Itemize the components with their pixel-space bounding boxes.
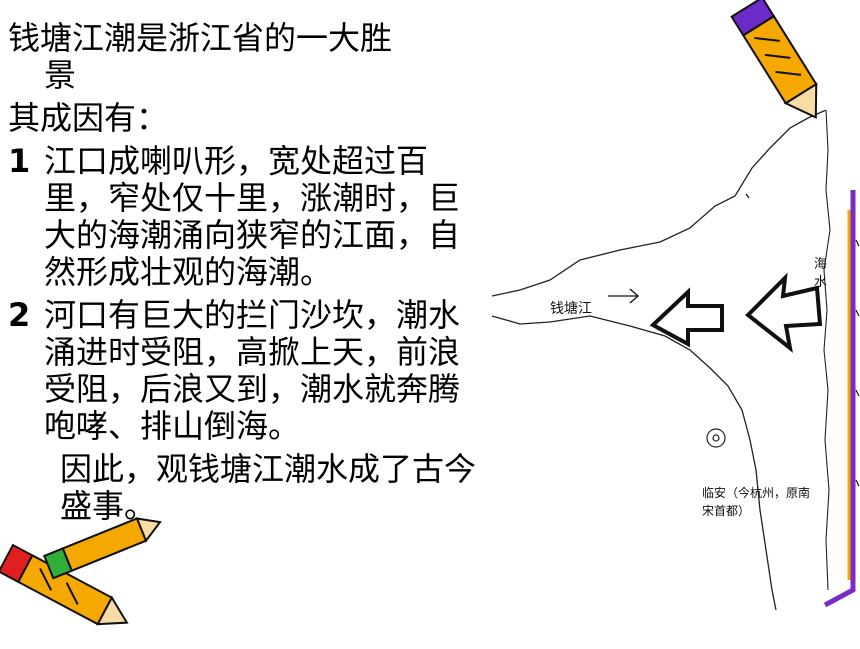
slide-title-line-1: 钱塘江潮是浙江省的一大胜 [8, 19, 393, 57]
crossed-pencils-icon [0, 515, 170, 645]
sea-label: 海水 [814, 257, 828, 290]
cause-point-1: 1 江口成喇叭形，宽处超过百里，窄处仅十里，涨潮时，巨大的海潮涌向狭窄的江面，自… [8, 143, 488, 291]
causes-heading: 其成因有： [8, 99, 169, 137]
point-2-number: 2 [8, 296, 31, 334]
city-label: 临安（今杭州，原南宋首都） [702, 486, 811, 518]
river-label: 钱塘江 [550, 301, 592, 317]
qiantang-river-map: 钱塘江 海水 临安（今杭州，原南宋首都） [490, 110, 840, 610]
pencil-icon [725, 0, 835, 125]
point-1-text: 江口成喇叭形，宽处超过百里，窄处仅十里，涨潮时，巨大的海潮涌向狭窄的江面，自然形… [44, 142, 461, 291]
closing-text: 因此，观钱塘江潮水成了古今盛事。 [60, 450, 477, 525]
point-1-number: 1 [8, 142, 31, 180]
cause-point-2: 2 河口有巨大的拦门沙坎，潮水涌进时受阻，高掀上天，前浪受阻，后浪又到，潮水就奔… [8, 297, 488, 445]
point-2-text: 河口有巨大的拦门沙坎，潮水涌进时受阻，高掀上天，前浪受阻，后浪又到，潮水就奔腾咆… [44, 296, 461, 445]
city-marker-icon [706, 428, 726, 448]
map-drawing [491, 110, 831, 610]
tide-arrow-icon [649, 272, 823, 353]
river-arrow-icon [608, 288, 639, 304]
slide-text-block: 钱塘江潮是浙江省的一大胜 景 其成因有： 1 江口成喇叭形，宽处超过百里，窄处仅… [8, 20, 488, 525]
purple-pencil-edge [815, 190, 860, 610]
slide-title-line-2: 景 [44, 56, 77, 94]
